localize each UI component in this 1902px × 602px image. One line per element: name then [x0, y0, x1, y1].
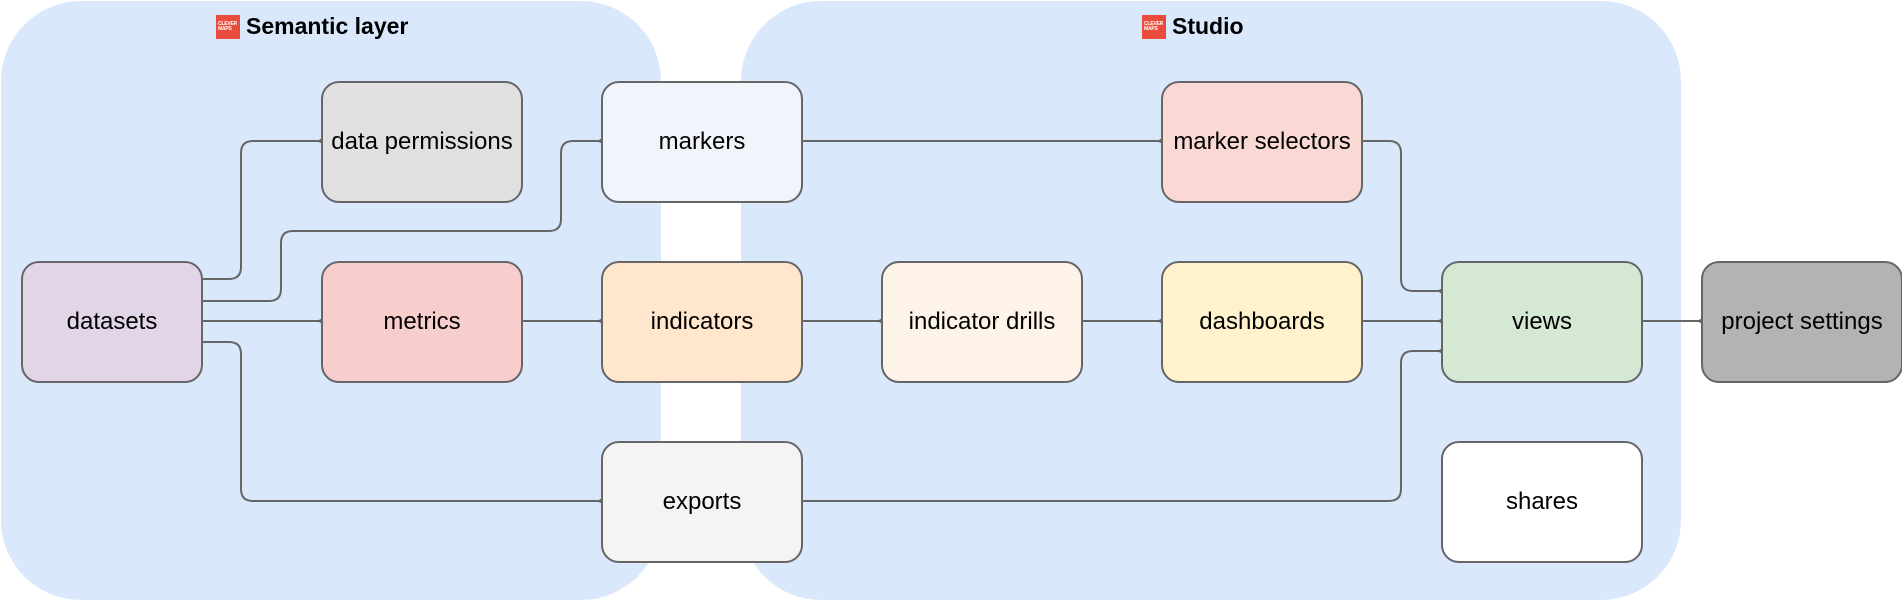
node-label: indicators — [650, 308, 754, 335]
node-label: indicator drills — [908, 308, 1056, 335]
node-label: shares — [1505, 488, 1579, 515]
logo-text-line-2: MAPS — [1144, 25, 1158, 32]
logo-text-line-1: CLEVER — [1144, 20, 1164, 27]
node-label: exports — [662, 488, 742, 515]
node-label: views — [1511, 308, 1572, 335]
node-label: data permissions — [331, 128, 513, 155]
edge-exports-to-datasets — [203, 342, 601, 501]
group-title-text: Studio — [1172, 13, 1244, 39]
node-label: marker selectors — [1173, 128, 1351, 155]
clevermaps-logo-icon: CLEVER MAPS — [1142, 14, 1166, 39]
node-label: datasets — [66, 308, 158, 335]
edge-views-to-exports — [803, 351, 1441, 501]
node-label: project settings — [1721, 308, 1883, 335]
node-shares[interactable]: shares — [1441, 441, 1643, 563]
node-data-permissions[interactable]: data permissions — [321, 81, 523, 203]
node-marker-selectors[interactable]: marker selectors — [1161, 81, 1363, 203]
node-datasets[interactable]: datasets — [21, 261, 203, 383]
clevermaps-logo-icon: CLEVER MAPS — [216, 14, 240, 39]
node-label: metrics — [383, 308, 461, 335]
node-exports[interactable]: exports — [601, 441, 803, 563]
edge-data-permissions-to-datasets — [203, 141, 321, 279]
node-indicator-drills[interactable]: indicator drills — [881, 261, 1083, 383]
node-label: dashboards — [1199, 308, 1325, 335]
edge-views-to-marker-selectors — [1363, 141, 1441, 291]
node-label: markers — [658, 128, 746, 155]
node-markers[interactable]: markers — [601, 81, 803, 203]
logo-text-line-2: MAPS — [218, 25, 232, 32]
node-indicators[interactable]: indicators — [601, 261, 803, 383]
group-title-studio: CLEVER MAPS Studio — [1142, 13, 1244, 40]
logo-text-line-1: CLEVER — [218, 20, 238, 27]
node-views[interactable]: views — [1441, 261, 1643, 383]
edge-markers-to-datasets — [203, 141, 601, 301]
node-dashboards[interactable]: dashboards — [1161, 261, 1363, 383]
node-project-settings[interactable]: project settings — [1701, 261, 1902, 383]
group-title-semantic-layer: CLEVER MAPS Semantic layer — [216, 13, 408, 40]
group-title-text: Semantic layer — [246, 13, 409, 39]
node-metrics[interactable]: metrics — [321, 261, 523, 383]
